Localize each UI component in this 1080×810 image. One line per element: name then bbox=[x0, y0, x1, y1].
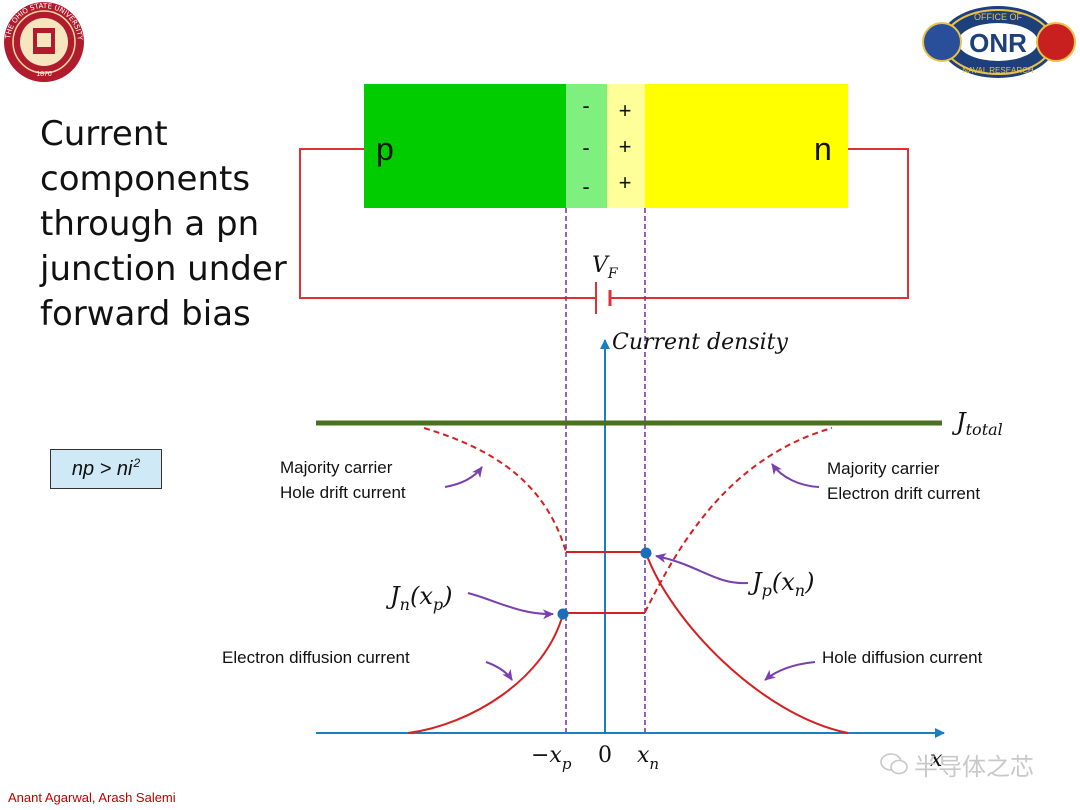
plus-sign-1: + bbox=[619, 98, 632, 123]
jn-xp-marker bbox=[557, 608, 569, 620]
jp-xn-arrow bbox=[655, 553, 749, 585]
neg-xp-label: −xp bbox=[531, 743, 572, 773]
j-total-label: Jtotal bbox=[951, 408, 1003, 439]
minus-sign-1: - bbox=[582, 93, 589, 118]
hole-drift-curve bbox=[423, 427, 567, 553]
jp-xn-label: Jp(xn) bbox=[747, 568, 814, 600]
electron-drift-arrow bbox=[771, 463, 820, 488]
origin-label: 0 bbox=[598, 743, 612, 768]
minus-sign-3: - bbox=[582, 174, 589, 199]
hole-diffusion-curve bbox=[645, 552, 849, 734]
depletion-n-region bbox=[607, 84, 645, 208]
n-region bbox=[645, 84, 848, 208]
author-footer: Anant Agarwal, Arash Salemi bbox=[8, 790, 176, 805]
electron-drift-annotation-line1: Majority carrier bbox=[827, 459, 940, 478]
hole-drift-annotation-line1: Majority carrier bbox=[280, 458, 393, 477]
wechat-icon bbox=[880, 753, 908, 775]
onr-bottom-text: NAVAL RESEARCH bbox=[962, 66, 1034, 75]
p-label: p bbox=[376, 131, 394, 167]
hole-drift-arrow bbox=[444, 466, 483, 488]
electron-diffusion-curve bbox=[407, 613, 564, 734]
electron-diffusion-arrow bbox=[485, 661, 513, 681]
condition-text: np > ni bbox=[71, 457, 133, 480]
ohio-state-seal-icon: THE OHIO STATE UNIVERSITY 1870 bbox=[4, 2, 84, 82]
p-region bbox=[364, 84, 566, 208]
watermark: 半导体之芯 bbox=[880, 746, 1050, 782]
minus-sign-2: - bbox=[582, 135, 589, 160]
electron-diffusion-annotation: Electron diffusion current bbox=[222, 648, 410, 667]
onr-logo-icon: OFFICE OF ONR NAVAL RESEARCH bbox=[922, 6, 1076, 78]
watermark-text: 半导体之芯 bbox=[914, 752, 1034, 781]
jp-xn-marker bbox=[640, 547, 652, 559]
bias-voltage-label: VF bbox=[592, 253, 619, 282]
hole-diffusion-annotation: Hole diffusion current bbox=[822, 648, 983, 667]
y-axis-label: Current density bbox=[612, 330, 788, 355]
electron-drift-curve bbox=[644, 427, 833, 613]
hole-diffusion-arrow bbox=[764, 661, 816, 681]
hole-drift-annotation-line2: Hole drift current bbox=[280, 483, 406, 502]
x-axis-label: x bbox=[930, 747, 943, 772]
electron-drift-annotation-line2: Electron drift current bbox=[827, 484, 980, 503]
depletion-p-region bbox=[566, 84, 607, 208]
slide-title: Current components through a pn junction… bbox=[40, 114, 287, 334]
plus-sign-3: + bbox=[619, 170, 632, 195]
plus-sign-2: + bbox=[619, 134, 632, 159]
condition-superscript: 2 bbox=[133, 456, 141, 470]
n-label: n bbox=[814, 131, 832, 167]
onr-top-text: OFFICE OF bbox=[974, 12, 1022, 22]
battery-icon bbox=[595, 282, 612, 314]
jn-xp-arrow bbox=[467, 592, 554, 620]
seal-year: 1870 bbox=[36, 71, 52, 78]
onr-mark: ONR bbox=[969, 28, 1027, 58]
jn-xp-label: Jn(xp) bbox=[385, 582, 452, 614]
bias-circuit-wire bbox=[299, 148, 909, 299]
xn-label: xn bbox=[637, 743, 659, 773]
